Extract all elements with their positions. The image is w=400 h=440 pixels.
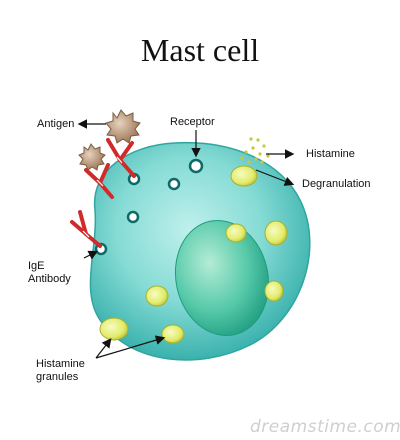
- receptor-icon: [188, 158, 204, 174]
- granule: [230, 165, 258, 187]
- antigen-icon: [78, 143, 106, 171]
- label-receptor: Receptor: [170, 116, 215, 128]
- annotation-arrows: [77, 119, 295, 359]
- watermark: dreamstime.com: [250, 417, 400, 437]
- granule: [264, 280, 284, 302]
- granule: [225, 223, 247, 243]
- antigen-icons: [78, 109, 141, 171]
- nucleus: [174, 219, 270, 337]
- histamine-particles: [240, 137, 270, 164]
- antigen-icon: [105, 109, 141, 144]
- diagram-title: Mast cell: [140, 32, 260, 68]
- label-ige-antibody: IgE Antibody: [28, 260, 71, 285]
- label-histamine-granules: Histamine granules: [36, 358, 85, 383]
- granule: [161, 324, 185, 344]
- receptor-icon: [126, 210, 140, 224]
- label-antigen: Antigen: [37, 118, 75, 130]
- granules: [99, 165, 288, 344]
- granule: [264, 220, 288, 246]
- receptor-icon: [167, 177, 181, 191]
- label-degranulation: Degranulation: [302, 178, 371, 190]
- label-histamine: Histamine: [306, 148, 355, 160]
- granule: [145, 285, 169, 307]
- granule: [99, 317, 129, 341]
